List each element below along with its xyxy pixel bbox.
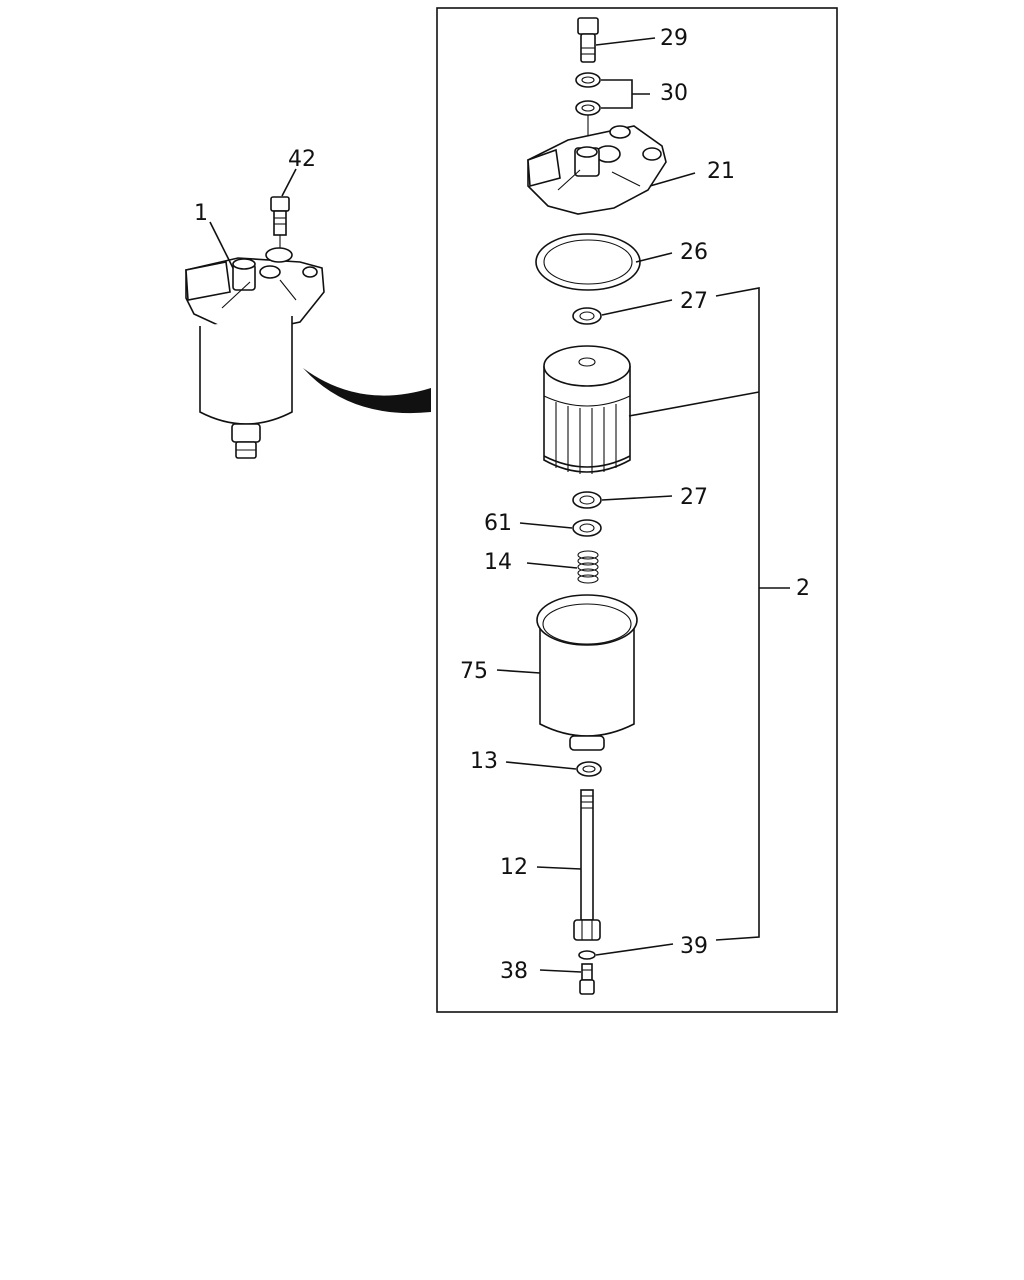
part-30-washer-upper: [575, 72, 601, 88]
leader-lines: [209, 37, 790, 973]
callout-12: 12: [500, 855, 528, 880]
callout-27-upper: 27: [680, 289, 708, 314]
part-27-seal-lower: [572, 491, 602, 509]
callout-39: 39: [680, 934, 708, 959]
filter-element: [543, 345, 631, 474]
part-61-washer: [572, 519, 602, 537]
callout-26: 26: [680, 240, 708, 265]
callout-75: 75: [460, 659, 488, 684]
part-26-o-ring: [535, 233, 641, 291]
callout-1: 1: [194, 201, 208, 226]
part-75-bowl: [536, 594, 638, 751]
part-38-drain-plug: [579, 963, 595, 995]
callout-27-lower: 27: [680, 485, 708, 510]
callout-61: 61: [484, 511, 512, 536]
connector-swoosh: [303, 368, 431, 414]
callout-29: 29: [660, 26, 688, 51]
part-21-filter-head: [527, 125, 667, 215]
part-13-seal: [576, 761, 602, 777]
exploded-view-frame: [436, 7, 838, 1013]
callout-38: 38: [500, 959, 528, 984]
part-29-bolt: [577, 17, 599, 63]
callout-21: 21: [707, 159, 735, 184]
part-14-spring: [577, 550, 599, 584]
part-30-washer-lower-hole: [581, 104, 595, 112]
part-39-washer: [578, 950, 596, 960]
callout-2: 2: [796, 576, 810, 601]
part-30-washer-upper-hole: [581, 76, 595, 84]
callout-42: 42: [288, 147, 316, 172]
assembled-filter: [185, 196, 325, 459]
part-30-washer-lower: [575, 100, 601, 116]
part-12-center-bolt: [573, 789, 601, 941]
callout-13: 13: [470, 749, 498, 774]
callout-30: 30: [660, 81, 688, 106]
part-27-seal-upper: [572, 307, 602, 325]
callout-14: 14: [484, 550, 512, 575]
